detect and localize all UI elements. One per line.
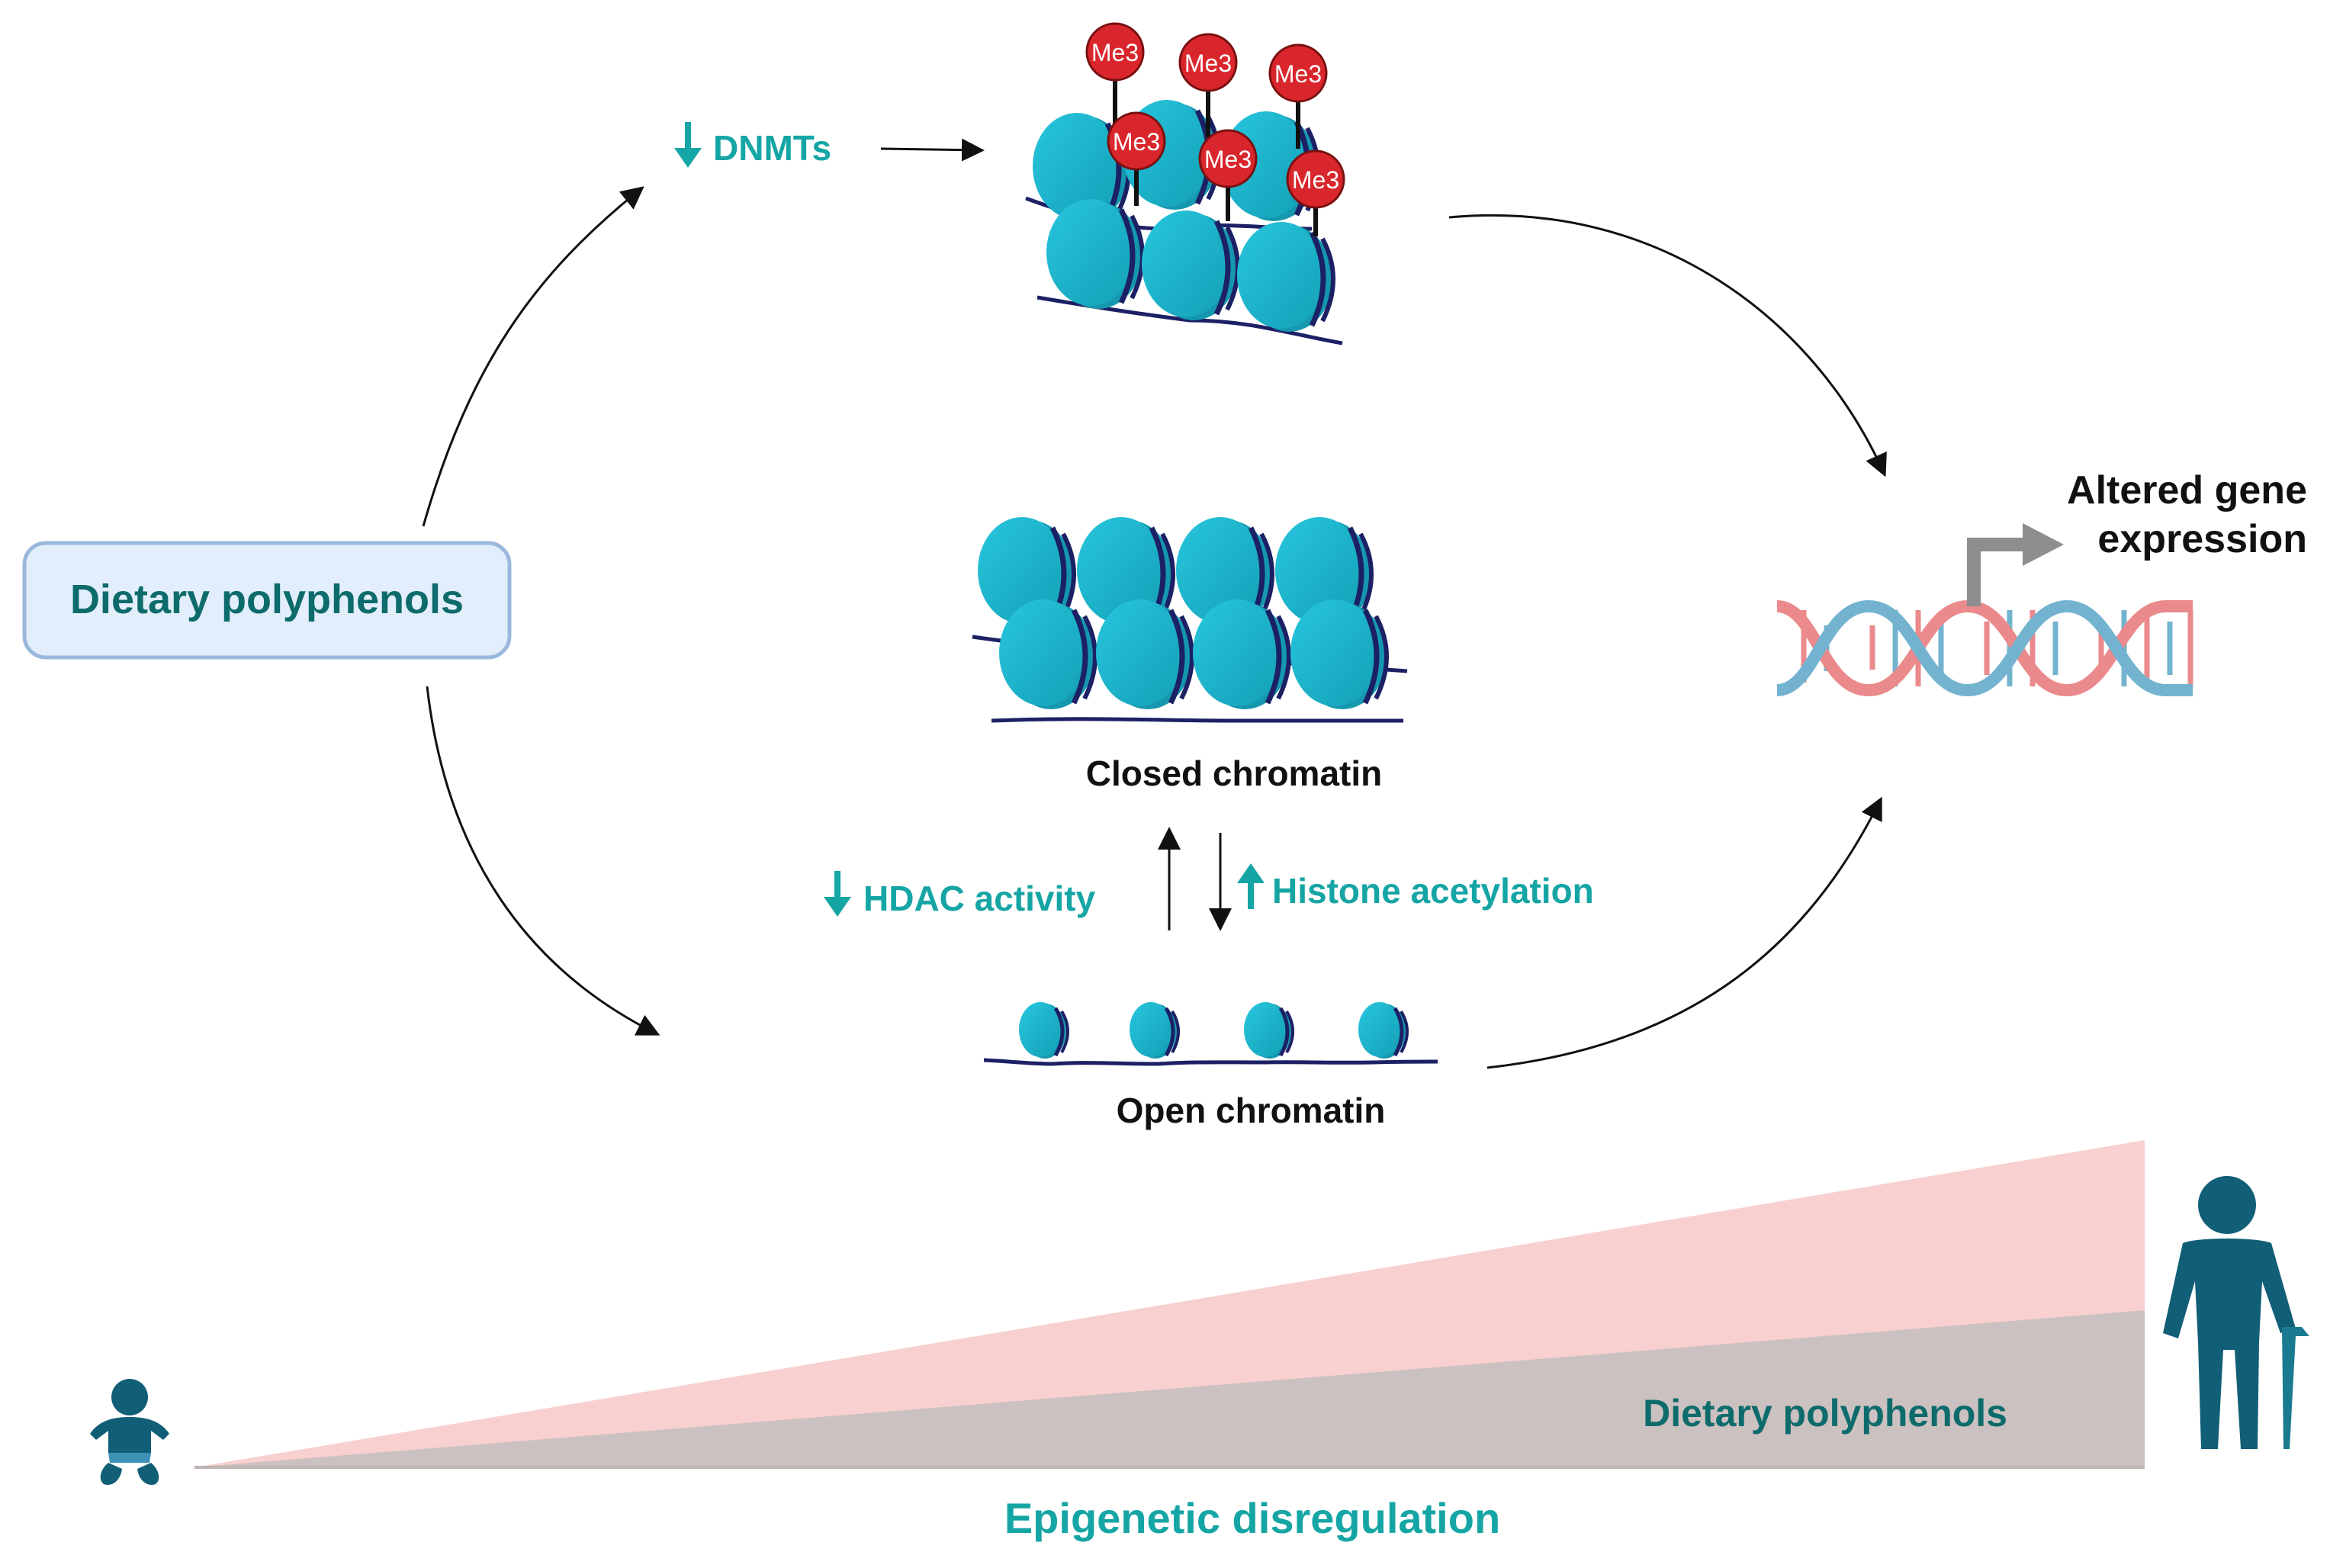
svg-text:Me3: Me3 xyxy=(1204,146,1252,173)
nucleosome-icon xyxy=(1358,1002,1407,1059)
teal-down-arrow-icon xyxy=(674,122,702,168)
me3-mark: Me3 xyxy=(1268,43,1328,103)
open-chromatin-label: Open chromatin xyxy=(1117,1091,1386,1130)
me3-mark: Me3 xyxy=(1178,33,1238,92)
nucleosome-icon xyxy=(1237,222,1333,332)
arrow-box-to-open-chromatin xyxy=(426,686,660,1036)
expression-label: expression xyxy=(2097,517,2307,561)
teal-up-arrow-icon xyxy=(1237,863,1265,909)
arrow-box-to-dnmts xyxy=(422,186,644,527)
nucleosome-icon xyxy=(1096,599,1192,709)
svg-text:Me3: Me3 xyxy=(1113,128,1160,156)
nucleosome-icon xyxy=(1290,599,1387,709)
svg-text:Me3: Me3 xyxy=(1292,166,1339,194)
nucleosome-icon xyxy=(1130,1002,1178,1059)
teal-down-arrow-icon xyxy=(824,871,851,917)
arrow-methylated-to-gene-expression xyxy=(1448,214,1887,477)
baby-icon xyxy=(90,1379,169,1486)
nucleosome-icon xyxy=(1019,1002,1068,1059)
elderly-person-icon xyxy=(2163,1176,2309,1449)
svg-text:Me3: Me3 xyxy=(1184,50,1232,77)
dietary-polyphenols-label: Dietary polyphenols xyxy=(70,577,464,622)
gene-expression: Altered gene expression xyxy=(1776,468,2307,697)
dnmts-annotation: DNMTs xyxy=(674,122,831,168)
age-gradient: Dietary polyphenols Epigenetic disregula… xyxy=(194,1140,2145,1542)
svg-text:Me3: Me3 xyxy=(1274,60,1322,88)
arrow-open-to-gene-expression xyxy=(1486,796,1882,1069)
me3-mark: Me3 xyxy=(1286,149,1345,209)
me3-mark: Me3 xyxy=(1107,111,1166,171)
altered-gene-label: Altered gene xyxy=(2067,468,2307,512)
me3-mark: Me3 xyxy=(1085,22,1145,82)
nucleosome-icon xyxy=(1193,599,1289,709)
epigenetic-disregulation-label: Epigenetic disregulation xyxy=(1004,1494,1500,1542)
dietary-polyphenols-box: Dietary polyphenols xyxy=(22,541,512,660)
transcription-start-arrow-icon xyxy=(1967,523,2064,606)
dnmts-label: DNMTs xyxy=(713,128,831,168)
svg-text:Me3: Me3 xyxy=(1091,39,1139,66)
nucleosome-icon xyxy=(1244,1002,1293,1059)
dna-helix-icon xyxy=(1776,599,2193,697)
me3-mark: Me3 xyxy=(1198,129,1258,188)
wedge-polyphenols-label: Dietary polyphenols xyxy=(1643,1392,2007,1435)
arrow-dnmts-to-methylated xyxy=(880,138,985,162)
histone-acetylation-label: Histone acetylation xyxy=(1272,871,1594,911)
hdac-activity-label: HDAC activity xyxy=(863,879,1096,918)
nucleosome-icon xyxy=(1046,199,1143,309)
closed-chromatin-label: Closed chromatin xyxy=(1086,753,1383,793)
open-chromatin: Open chromatin xyxy=(983,1002,1438,1130)
methylated-chromatin: Me3 Me3 Me3 Me3 Me3 Me3 xyxy=(1025,22,1345,345)
hdac-annotation: HDAC activity xyxy=(824,871,1096,918)
histone-annotation: Histone acetylation xyxy=(1237,863,1594,911)
nucleosome-icon xyxy=(999,599,1095,709)
closed-chromatin: Closed chromatin xyxy=(972,517,1408,793)
polyphenols-wedge xyxy=(194,1310,2145,1467)
